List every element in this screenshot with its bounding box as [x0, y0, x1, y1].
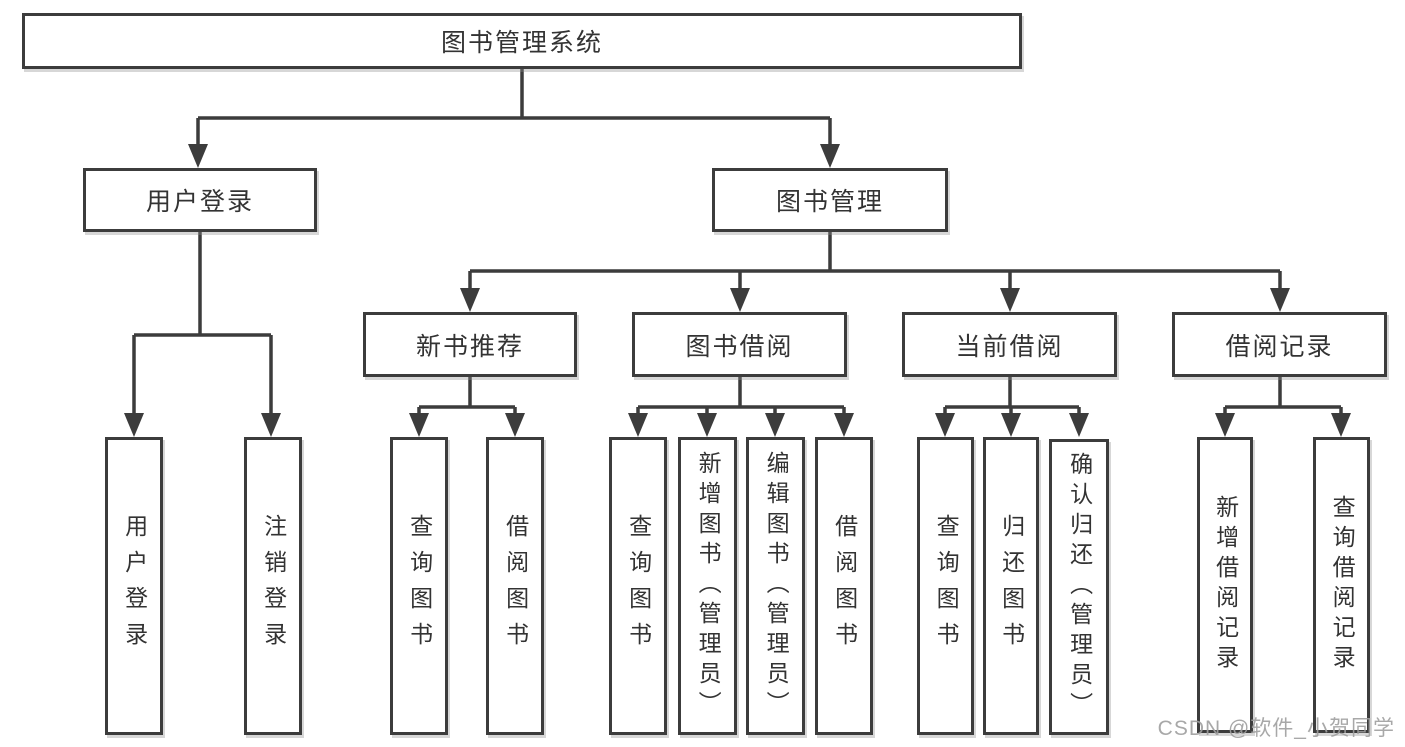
leaf-confirm-return-admin-label: 确认归还（管理员） — [1066, 452, 1093, 722]
node-new-book-recommend: 新书推荐 — [363, 312, 577, 377]
leaf-query-books-borrow: 查询图书 — [609, 437, 667, 735]
leaf-borrow-books-recommend-label: 借阅图书 — [502, 514, 529, 658]
leaf-edit-books-admin-label: 编辑图书（管理员） — [763, 451, 790, 721]
leaf-borrow-books: 借阅图书 — [815, 437, 873, 735]
leaf-query-books-current: 查询图书 — [917, 437, 974, 735]
leaf-return-books: 归还图书 — [983, 437, 1039, 735]
leaf-query-borrow-record: 查询借阅记录 — [1313, 437, 1370, 733]
leaf-confirm-return-admin: 确认归还（管理员） — [1049, 439, 1109, 735]
node-new-book-recommend-label: 新书推荐 — [415, 332, 524, 361]
leaf-add-borrow-record: 新增借阅记录 — [1197, 437, 1253, 733]
leaf-logout-label: 注销登录 — [260, 514, 287, 658]
leaf-borrow-books-label: 借阅图书 — [831, 514, 858, 658]
node-root: 图书管理系统 — [22, 13, 1022, 69]
leaf-add-books-admin: 新增图书（管理员） — [678, 437, 737, 735]
node-book-management-label: 图书管理 — [775, 188, 884, 216]
node-user-login-label: 用户登录 — [145, 188, 254, 216]
node-book-borrow-label: 图书借阅 — [685, 332, 794, 361]
leaf-return-books-label: 归还图书 — [998, 514, 1025, 658]
arrowhead-icons — [124, 144, 1351, 437]
node-root-label: 图书管理系统 — [440, 29, 603, 57]
node-current-borrow-label: 当前借阅 — [955, 332, 1064, 361]
leaf-edit-books-admin: 编辑图书（管理员） — [746, 437, 805, 735]
csdn-watermark: CSDN @软件_小贺同学 — [1157, 717, 1395, 740]
leaf-user-login-label: 用户登录 — [121, 514, 148, 658]
node-current-borrow: 当前借阅 — [902, 312, 1117, 377]
leaf-query-books-recommend: 查询图书 — [390, 437, 448, 735]
leaf-borrow-books-recommend: 借阅图书 — [486, 437, 544, 735]
leaf-query-borrow-record-label: 查询借阅记录 — [1329, 495, 1356, 675]
node-borrow-records-label: 借阅记录 — [1225, 332, 1334, 361]
node-book-borrow: 图书借阅 — [632, 312, 847, 377]
leaf-query-books-current-label: 查询图书 — [933, 514, 960, 658]
node-book-management: 图书管理 — [712, 168, 948, 232]
leaf-query-books-borrow-label: 查询图书 — [625, 514, 652, 658]
leaf-query-books-recommend-label: 查询图书 — [406, 514, 433, 658]
node-user-login: 用户登录 — [83, 168, 317, 232]
leaf-add-books-admin-label: 新增图书（管理员） — [695, 451, 722, 721]
leaf-user-login: 用户登录 — [105, 437, 163, 735]
node-borrow-records: 借阅记录 — [1172, 312, 1387, 377]
leaf-logout: 注销登录 — [244, 437, 302, 735]
leaf-add-borrow-record-label: 新增借阅记录 — [1212, 495, 1239, 675]
